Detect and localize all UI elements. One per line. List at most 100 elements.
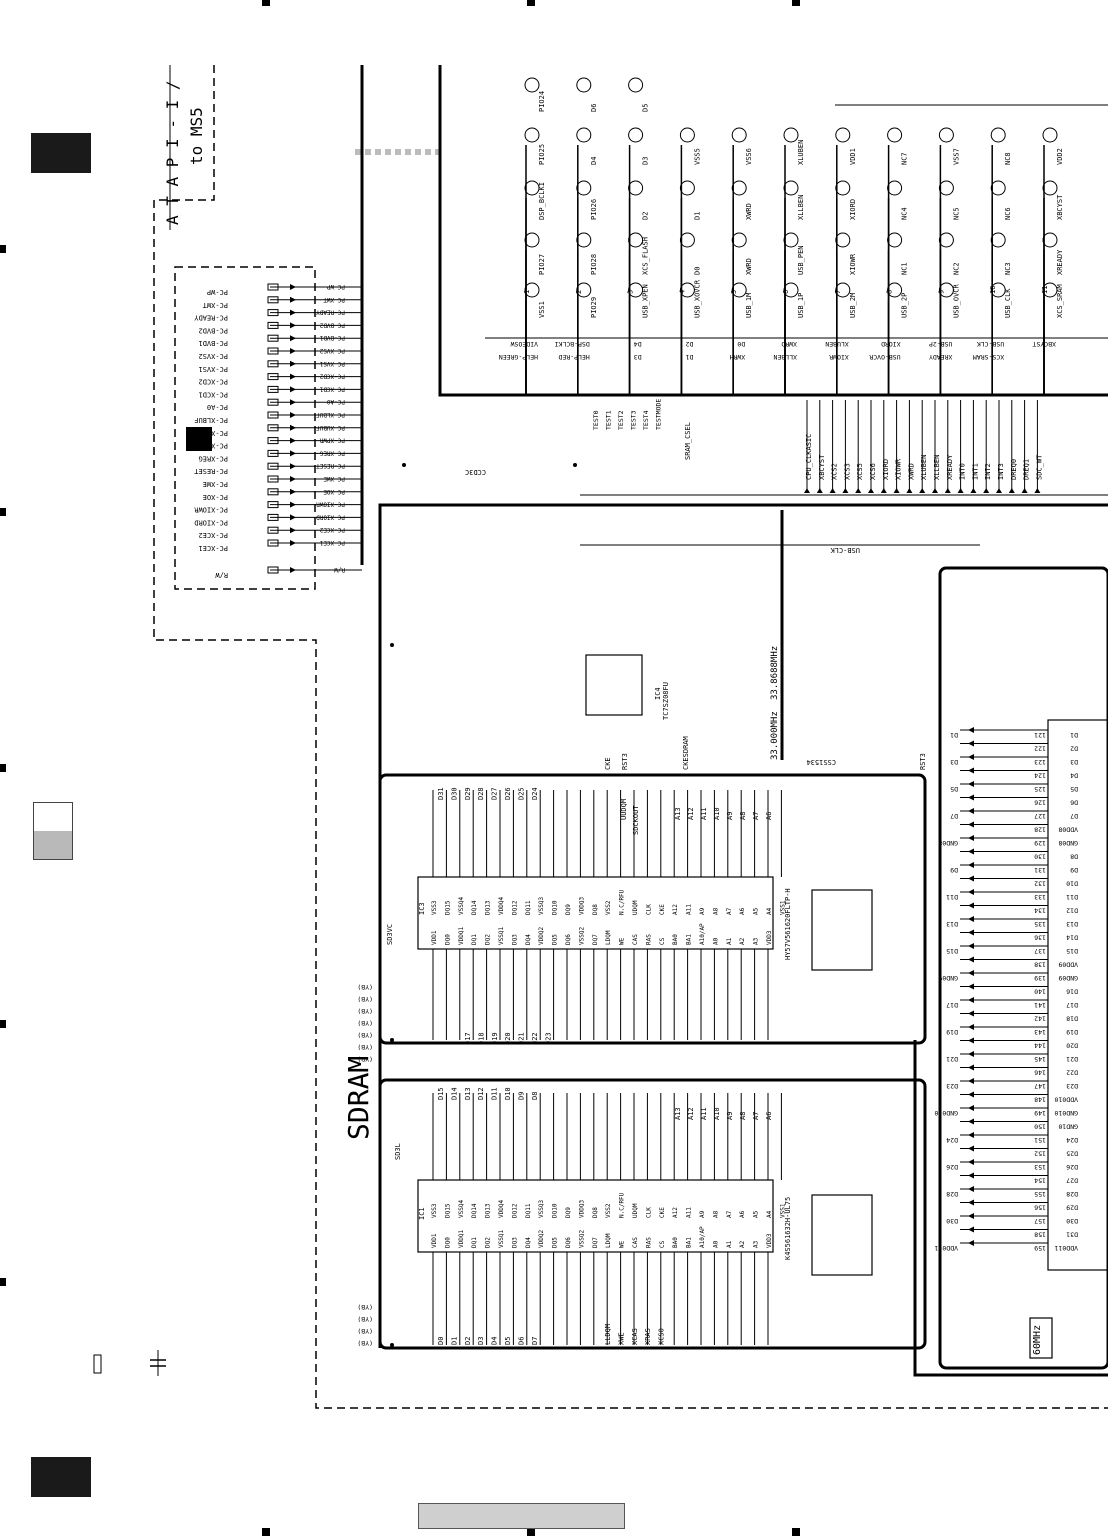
cpu-pin-number: 131: [1034, 866, 1046, 874]
signal-arrow: [290, 399, 296, 406]
cpu-net-label: GND08: [938, 839, 958, 847]
pc-bus-label: PC-XOE: [323, 488, 345, 495]
cpu-input-arrow: [842, 488, 849, 493]
top-pin-circle: [628, 282, 644, 298]
signal-arrow: [290, 412, 296, 418]
ic3-addr: A7: [752, 812, 760, 820]
cpu-pin-name: D13: [1066, 920, 1078, 928]
signal-arrow: [290, 373, 296, 380]
cpu-pin-arrow: [968, 1078, 974, 1084]
signal-arrow: [290, 463, 296, 470]
cpu-pin-name: VDD011: [1054, 1244, 1078, 1252]
cpu-pin-name: D12: [1066, 907, 1078, 915]
ic3-right-pin: CKE: [659, 904, 666, 915]
cpu-pin-number: 148: [1034, 1096, 1046, 1104]
cpu-pin-number: 132: [1034, 880, 1046, 888]
top-pin-circle: [938, 282, 954, 298]
cpu-pin-number: 123: [1034, 758, 1046, 766]
ic3-right-pin: DQ8: [592, 904, 599, 915]
ic3-left-pin: BA0: [672, 934, 679, 945]
ic1-data-top: D11: [491, 1087, 499, 1100]
page-indicator-box: [33, 802, 73, 860]
top-pin-circle: [783, 282, 799, 298]
pin-circle: [679, 127, 695, 143]
ic1-right-pin: N.C/RFU: [619, 1192, 626, 1218]
pc-signal-label: PC-XCE1: [198, 544, 228, 552]
cpu-pin-arrow: [968, 956, 974, 963]
cpu-pin-arrow: [968, 1240, 974, 1246]
top-pin-name: USB_1M: [745, 293, 753, 318]
cpu-pin-name: D30: [1066, 1217, 1078, 1225]
bus-label: HELP-RED: [558, 353, 589, 361]
cpu-pin-number: 147: [1034, 1082, 1046, 1090]
cpu-pin-arrow: [968, 821, 974, 828]
pc-bus-label: PC-A0: [327, 398, 345, 405]
cpu-pin-number: 127: [1034, 812, 1046, 820]
pc-signal-label: PC-BVD2: [198, 326, 228, 334]
ic3-data-bottom: D20: [504, 1032, 512, 1045]
pc-signal-label: PC-XLBUF: [194, 416, 228, 424]
bus-label: XCS-SRAM: [973, 353, 1004, 361]
cpu-input-label: SDC_WT: [1035, 454, 1043, 480]
ic3-left-pin: DQ3: [511, 934, 518, 945]
ic3-left-pin: VDDQ2: [538, 927, 545, 945]
pc-bus-label: PC-XCE2: [319, 526, 345, 533]
cpu-pin-name: D3: [1070, 758, 1078, 766]
pin-circle: [576, 127, 592, 143]
pc-signal-label: PC-RESET: [193, 467, 228, 475]
bus-label: XREADY: [929, 353, 953, 361]
cpu-input-arrow: [816, 488, 823, 493]
cpu-pin-name: D24: [1066, 1136, 1078, 1144]
reg-mark: [792, 1528, 800, 1536]
connector-pin: [267, 475, 279, 483]
ic3-right-pin: VDDQ4: [498, 897, 505, 915]
cpu-pin-arrow: [968, 1159, 974, 1165]
yb-label: (YB): [357, 1339, 373, 1347]
cpu-net-label: D28: [946, 1190, 958, 1198]
ic3-right-pin: DQ10: [552, 900, 559, 915]
connector-pin: [267, 539, 279, 547]
ic1-addr: A12: [687, 1107, 695, 1120]
ic1-addr: A6: [765, 1112, 773, 1120]
test-label: TEST1: [605, 410, 613, 430]
ic3-addr: A8: [739, 812, 747, 820]
cpu-pin-name: D18: [1066, 1015, 1078, 1023]
pin-circle: [628, 77, 644, 93]
ic1-ctrl: XCS0: [658, 1328, 666, 1345]
cpu-pin-name: VDD08: [1058, 826, 1078, 834]
ic3-right-pin: VDDQ3: [578, 897, 585, 915]
ic1-ctrl: LLDQM: [604, 1324, 612, 1345]
cpu-pin-arrow: [968, 862, 974, 868]
pc-bus-label: PC-BVD2: [319, 321, 345, 328]
sdclkout-label: SDCKOUT: [632, 805, 640, 835]
connector-pin: [267, 424, 279, 432]
cpu-pin-arrow: [968, 848, 974, 855]
ic1-right-pin: DQ8: [592, 1207, 599, 1218]
pc-signal-label: PC-XWT: [202, 301, 228, 309]
pin-circle: [990, 127, 1006, 143]
ic1-right-pin: VSS2: [605, 1203, 612, 1218]
cpu-pin-number: 146: [1034, 1069, 1046, 1077]
cpu-pin-arrow: [968, 835, 974, 841]
bus-label: USB-2P: [929, 340, 953, 348]
cpu-pin-arrow: [968, 1064, 974, 1071]
cpu-net-label: D13: [946, 920, 958, 928]
reg-mark: [262, 0, 270, 6]
usb-clk-label: USB-CLK: [830, 546, 860, 554]
cpu-pin-number: 157: [1034, 1217, 1046, 1225]
ic1-left-pin: CAS: [632, 1237, 639, 1248]
cpu-pin-number: 136: [1034, 934, 1046, 942]
connector-pin: [267, 449, 279, 457]
pin-name: XLLBEN: [797, 195, 805, 220]
pin-circle: [783, 180, 799, 196]
cpu-pin-number: 144: [1034, 1042, 1046, 1050]
pc-signal-label: PC-XVS2: [198, 352, 228, 360]
ic1-left-pin: A10/AP: [699, 1226, 706, 1248]
ic3-right-pin: DQ11: [525, 900, 532, 915]
test-label: TEST2: [617, 410, 625, 430]
pin-circle: [576, 232, 592, 248]
cpu-pin-number: 122: [1034, 745, 1046, 753]
reg-mark: [262, 1528, 270, 1536]
ic3-addr: A9: [726, 812, 734, 820]
cpu-pin-arrow: [968, 1051, 974, 1057]
